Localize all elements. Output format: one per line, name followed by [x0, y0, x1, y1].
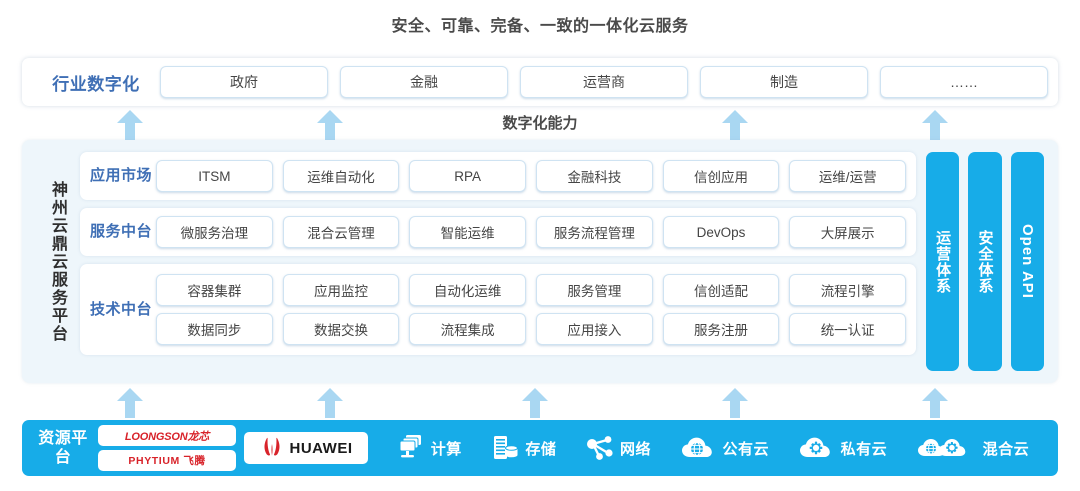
resource-platform-label: 资源平台: [38, 430, 88, 466]
vbar-open-api-label: Open API: [1018, 224, 1036, 299]
private-cloud-icon: [799, 437, 830, 457]
up-arrow-icon: [317, 110, 343, 140]
resource-item-storage[interactable]: 存储: [491, 434, 556, 462]
cap-box-hybrid-cloud-mgmt[interactable]: 混合云管理: [282, 216, 400, 248]
resource-item-private-cloud[interactable]: 私有云: [799, 435, 888, 461]
resource-item-public-cloud-label: 公有云: [722, 440, 770, 458]
platform-side-label: 神州云鼎云服务平台: [34, 152, 80, 371]
cap-box-xinchuang-app[interactable]: 信创应用: [662, 160, 780, 192]
section-app-market: 应用市场 ITSM 运维自动化 RPA 金融科技 信创应用 运维/运营: [80, 152, 916, 200]
cap-row: 容器集群 应用监控 自动化运维 服务管理 信创适配 流程引擎: [156, 274, 907, 306]
chip-vendor-logos: LOONGSON龙芯 PHYTIUM 飞腾: [98, 425, 236, 471]
section-rows-service-middle-platform: 微服务治理 混合云管理 智能运维 服务流程管理 DevOps 大屏展示: [156, 216, 907, 248]
up-arrow-icon: [922, 110, 948, 140]
vbar-operations-system-label: 运营体系: [934, 229, 952, 294]
public-cloud-icon: [681, 437, 712, 457]
resource-item-hybrid-cloud-label: 混合云: [982, 440, 1030, 458]
cap-row: 微服务治理 混合云管理 智能运维 服务流程管理 DevOps 大屏展示: [156, 216, 907, 248]
resource-item-hybrid-cloud[interactable]: 混合云: [917, 435, 1030, 461]
top-arrow-band: [0, 108, 1080, 142]
cap-box-dashboard[interactable]: 大屏展示: [789, 216, 907, 248]
cap-box-container-cluster[interactable]: 容器集群: [156, 274, 273, 306]
industry-items: 政府 金融 运营商 制造 ……: [160, 66, 1048, 98]
cap-box-process-integration[interactable]: 流程集成: [409, 313, 527, 345]
up-arrow-icon: [317, 388, 343, 418]
cap-box-automated-ops[interactable]: 自动化运维: [409, 274, 527, 306]
cap-box-app-access[interactable]: 应用接入: [536, 313, 653, 345]
resource-item-public-cloud[interactable]: 公有云: [681, 435, 770, 461]
network-icon: [586, 436, 613, 460]
industry-box-finance[interactable]: 金融: [340, 66, 508, 98]
cap-box-data-exchange[interactable]: 数据交换: [282, 313, 400, 345]
platform-sections: 应用市场 ITSM 运维自动化 RPA 金融科技 信创应用 运维/运营 服务中台: [80, 152, 916, 371]
section-service-middle-platform: 服务中台 微服务治理 混合云管理 智能运维 服务流程管理 DevOps 大屏展示: [80, 208, 916, 256]
hybrid-cloud-icon: [917, 439, 965, 456]
capability-label: 数字化能力: [502, 115, 578, 132]
cap-box-service-mgmt[interactable]: 服务管理: [536, 274, 653, 306]
section-rows-app-market: ITSM 运维自动化 RPA 金融科技 信创应用 运维/运营: [156, 160, 907, 192]
section-label-tech-middle-platform: 技术中台: [89, 300, 152, 318]
cap-box-data-sync[interactable]: 数据同步: [156, 313, 273, 345]
industry-band-label: 行业数字化: [52, 74, 140, 94]
vbar-open-api[interactable]: Open API: [1010, 152, 1044, 371]
industry-box-government[interactable]: 政府: [160, 66, 328, 98]
up-arrow-icon: [722, 388, 748, 418]
industry-band: 行业数字化 政府 金融 运营商 制造 ……: [22, 58, 1058, 106]
industry-box-telecom[interactable]: 运营商: [520, 66, 688, 98]
compute-icon: [399, 435, 421, 458]
section-rows-tech-middle-platform: 容器集群 应用监控 自动化运维 服务管理 信创适配 流程引擎 数据同步 数据交换…: [156, 274, 907, 345]
huawei-logo: HUAWEI: [244, 432, 368, 464]
platform-vertical-bars: 运营体系 安全体系 Open API: [916, 152, 1044, 371]
cap-row: 数据同步 数据交换 流程集成 应用接入 服务注册 统一认证: [156, 313, 907, 345]
resource-platform-bar: 资源平台 LOONGSON龙芯 PHYTIUM 飞腾 HUAWEI: [22, 420, 1058, 476]
platform-side-label-text: 神州云鼎云服务平台: [49, 180, 66, 343]
loongson-logo: LOONGSON龙芯: [98, 425, 236, 446]
section-label-app-market: 应用市场: [89, 167, 152, 184]
industry-box-more[interactable]: ……: [880, 66, 1048, 98]
industry-box-manufacturing[interactable]: 制造: [700, 66, 868, 98]
section-tech-middle-platform: 技术中台 容器集群 应用监控 自动化运维 服务管理 信创适配 流程引擎 数据同步…: [80, 264, 916, 355]
huawei-logo-text: HUAWEI: [289, 439, 353, 457]
huawei-flower-icon: [263, 437, 280, 456]
resource-item-network[interactable]: 网络: [586, 435, 651, 461]
resource-item-storage-label: 存储: [525, 440, 557, 458]
resource-item-compute[interactable]: 计算: [395, 434, 462, 462]
resource-item-compute-label: 计算: [430, 440, 462, 458]
storage-icon: [494, 436, 519, 459]
section-label-service-middle-platform: 服务中台: [89, 223, 152, 240]
cap-box-service-process-mgmt[interactable]: 服务流程管理: [536, 216, 653, 248]
cap-box-intelligent-ops[interactable]: 智能运维: [409, 216, 527, 248]
cap-box-app-monitoring[interactable]: 应用监控: [282, 274, 400, 306]
cap-row: ITSM 运维自动化 RPA 金融科技 信创应用 运维/运营: [156, 160, 907, 192]
resource-item-private-cloud-label: 私有云: [840, 440, 888, 458]
up-arrow-icon: [722, 110, 748, 140]
up-arrow-icon: [117, 110, 143, 140]
vbar-operations-system[interactable]: 运营体系: [926, 152, 960, 371]
bottom-arrow-band: [0, 386, 1080, 420]
cap-box-microservice-governance[interactable]: 微服务治理: [156, 216, 273, 248]
cap-box-fintech[interactable]: 金融科技: [536, 160, 653, 192]
cap-box-ops-automation[interactable]: 运维自动化: [282, 160, 400, 192]
cloud-service-platform: 神州云鼎云服务平台 应用市场 ITSM 运维自动化 RPA 金融科技 信创应用 …: [22, 140, 1058, 383]
cap-box-xinchuang-adaptation[interactable]: 信创适配: [662, 274, 780, 306]
up-arrow-icon: [117, 388, 143, 418]
cap-box-unified-auth[interactable]: 统一认证: [789, 313, 907, 345]
up-arrow-icon: [922, 388, 948, 418]
cap-box-service-registry[interactable]: 服务注册: [662, 313, 780, 345]
cap-box-ops-operations[interactable]: 运维/运营: [789, 160, 907, 192]
phytium-logo: PHYTIUM 飞腾: [98, 450, 236, 471]
resource-items: 计算 存储: [368, 434, 1044, 462]
vbar-security-system[interactable]: 安全体系: [968, 152, 1002, 371]
cap-box-process-engine[interactable]: 流程引擎: [789, 274, 907, 306]
page-title: 安全、可靠、完备、一致的一体化云服务: [391, 18, 689, 35]
vbar-security-system-label: 安全体系: [976, 229, 994, 294]
up-arrow-icon: [522, 388, 548, 418]
cap-box-itsm[interactable]: ITSM: [156, 160, 273, 192]
cap-box-devops[interactable]: DevOps: [662, 216, 780, 248]
resource-item-network-label: 网络: [619, 440, 651, 458]
cap-box-rpa[interactable]: RPA: [409, 160, 527, 192]
